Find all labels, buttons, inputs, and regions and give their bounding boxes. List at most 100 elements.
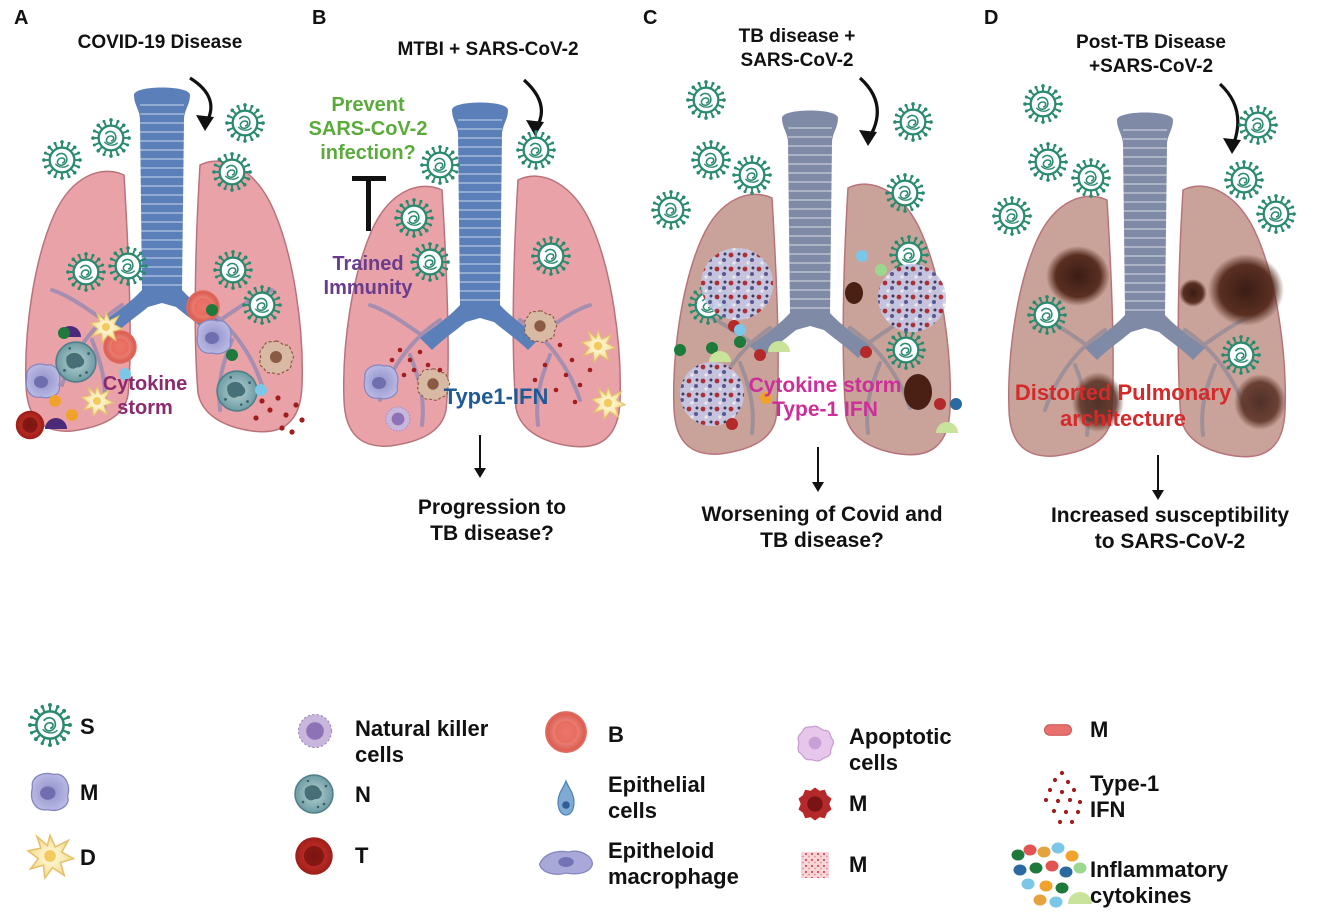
legend-dendritic-cells: D [27,834,96,879]
ifn-dot [437,367,443,373]
ifn-dot [289,429,295,435]
cytokine [706,342,718,354]
macrophage [363,364,399,400]
legend-mtb-label: M [1090,717,1108,742]
macrophage [25,363,61,399]
bronchus-branch [738,361,755,435]
ifn-dot [553,387,559,393]
panel-b-side-question-line: infection? [320,142,416,164]
t-cell-icon [295,837,333,875]
legend-neutrophils: N [294,774,371,814]
panel-a-center-label-line: Cytokine [103,373,187,395]
trachea [102,87,222,335]
legend-epithelial-cells-label-line: cells [608,798,657,823]
legend-macrophage-label: M [80,780,98,805]
inflammatory-cytokines-icon [1068,892,1092,904]
panel-c-title-line: TB disease + [739,26,856,47]
lung-damage-blot [1179,279,1207,307]
sars-cov-2-particle [1022,83,1064,125]
legend-t-cells-label: T [355,843,369,868]
cytokine [226,349,238,361]
legend-neutrophils-label-line: N [355,782,371,807]
bronchus-branch [865,361,882,435]
legend-natural-killer-label-line: cells [355,742,404,767]
outcome-arrowhead [474,468,486,478]
legend-t-cells: T [295,837,369,875]
sars-cov-2-icon [26,701,74,749]
panel-c-center-label-line: Type-1 IFN [772,398,878,421]
legend-type-1-ifn-label-line: Type-1 [1090,771,1159,796]
panel-d-outcome-line: Increased susceptibility [1051,504,1289,527]
ifn-dot [299,417,305,423]
legend-matrix-label: M [849,852,867,877]
tb-lesion [845,282,863,304]
inflammatory-cytokines-icon [1049,896,1063,908]
b-cell-icon [545,711,587,753]
trachea [750,110,870,358]
inflammatory-cytokines-icon [1055,882,1069,894]
granuloma [878,264,946,332]
panel-a-title-line: COVID-19 Disease [78,32,243,53]
legend-macrophage: M [30,772,98,812]
cytokine [950,398,962,410]
legend-epithelial-cells-label-line: Epithelial [608,772,706,797]
apoptotic-cell [259,340,295,375]
ifn-dot [411,367,417,373]
lung-damage-blot [1234,374,1286,430]
sars-cov-2-particle [991,195,1033,237]
panel-a-letter-line: A [14,7,28,29]
sars-cov-2-particle [1255,193,1297,235]
ifn-dot [557,342,563,348]
inflammatory-cytokines-icon [1033,894,1047,906]
sars-cov-2-particle [650,189,692,231]
cytokine [934,398,946,410]
panel-d-title: Post-TB Disease+SARS-CoV-2 [1076,32,1226,77]
cytokine [734,324,746,336]
inflammatory-cytokines-icon [1013,864,1027,876]
type-1-ifn-icon [1067,797,1073,803]
cytokine [734,336,746,348]
legend-natural-killer-label-line: Natural killer [355,716,489,741]
inflammatory-cytokines-icon [1037,846,1051,858]
cytokine [856,250,868,262]
legend-inflammatory-cytokines-label-line: Inflammatory [1090,857,1229,882]
legend-neutrophils-label: N [355,782,371,807]
matrix-icon [801,852,829,878]
panel-d-letter: D [984,7,998,29]
ifn-dot [397,347,403,353]
ifn-dot [563,372,569,378]
outcome-arrowhead [1152,490,1164,500]
bronchus-branch [368,303,422,336]
lung-damage-blot [1046,246,1110,306]
panel-b-side-question-line: SARS-CoV-2 [309,118,428,140]
ifn-dot [417,349,423,355]
cytokine [66,409,78,421]
sars-cov-2-particle [90,117,132,159]
inflammatory-cytokines-icon [1073,862,1087,874]
panel-d-outcome-line: to SARS-CoV-2 [1095,530,1246,553]
cytokine [206,304,218,316]
cytokine [860,346,872,358]
ifn-dot [532,377,538,383]
panel-c-title-line: SARS-CoV-2 [741,50,854,71]
sars-cov-2-particle [690,139,732,181]
type-1-ifn-icon [1051,808,1057,814]
legend-dendritic-cells-label: D [80,845,96,870]
sars-cov-2-particle [731,154,773,196]
outcome-arrowhead [812,482,824,492]
ifn-dot [267,407,273,413]
legend-sars-cov-2-label-line: S [80,714,95,739]
cytokine [119,368,131,380]
sars-cov-2-particle [1070,157,1112,199]
